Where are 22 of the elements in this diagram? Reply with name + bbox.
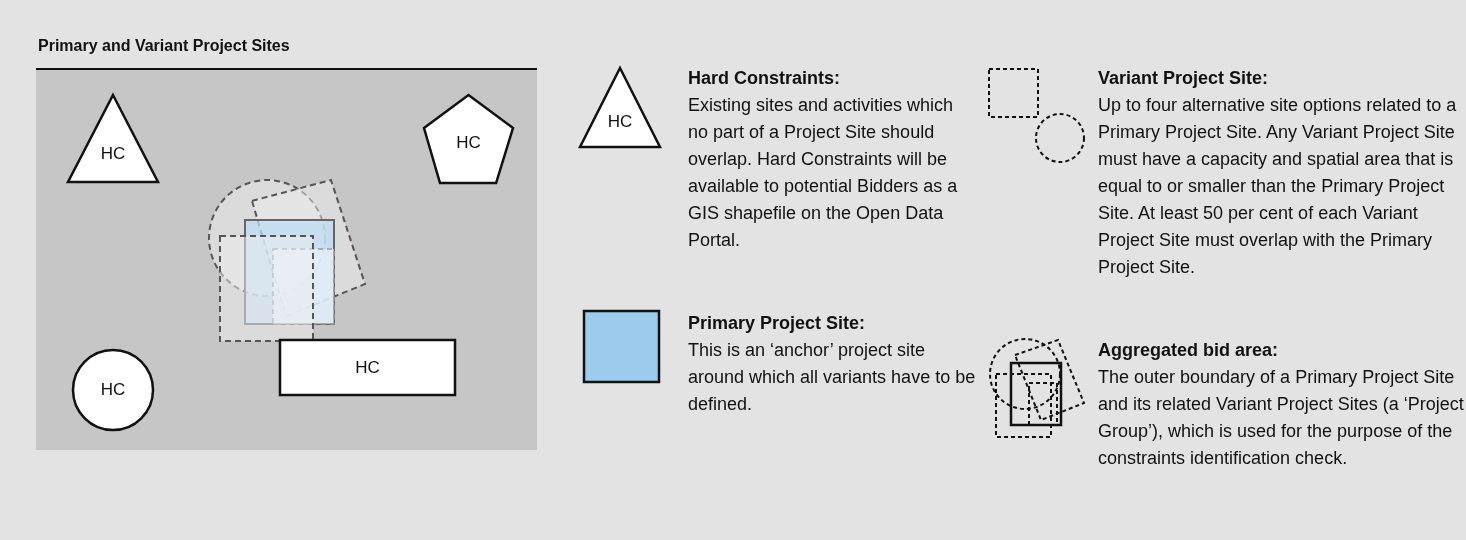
circle-shape — [73, 350, 153, 430]
shape-label: HC — [100, 144, 126, 165]
shape-label: HC — [456, 133, 481, 154]
primary-site-square — [245, 220, 334, 324]
legend-heading: Aggregated bid area: — [1098, 339, 1280, 361]
shape-label: HC — [100, 380, 126, 400]
legend-heading: Variant Project Site: — [1098, 67, 1270, 89]
legend-heading: Hard Constraints: — [688, 67, 841, 89]
dashed-square — [220, 236, 313, 341]
map-panel — [36, 68, 537, 450]
shape-label: HC — [607, 111, 633, 132]
legend-heading: Primary Project Site: — [688, 312, 867, 334]
pentagon-shape — [424, 95, 513, 183]
legend-description: Existing sites and activities which no part of a Project Site should overlap. Hard Constraints will be available to potential Bidders as a GIS shapefile on the Open Data Portal. — [688, 94, 959, 252]
legend-description: This is an ‘anchor’ project site around which all variants have to be defined. — [688, 339, 977, 416]
title: Primary and Variant Project Sites — [38, 36, 290, 56]
legend-description: The outer boundary of a Primary Project Site and its related Variant Project Sites (a ‘Project Group’), which is used for the purpose of the constraints identification check. — [1098, 366, 1465, 470]
rectangle-shape — [280, 340, 455, 395]
triangle-shape — [68, 95, 158, 182]
triangle-icon — [580, 68, 660, 147]
legend-description: Up to four alternative site options related to a Primary Project Site. Any Variant Project Site must have a capacity and spatial area that is equal to or smaller than the Primary Project Site. At least 50 per cent of each Variant Project Site must overlap with the Primary Project Site. — [1098, 94, 1458, 279]
shape-label: HC — [355, 357, 380, 378]
